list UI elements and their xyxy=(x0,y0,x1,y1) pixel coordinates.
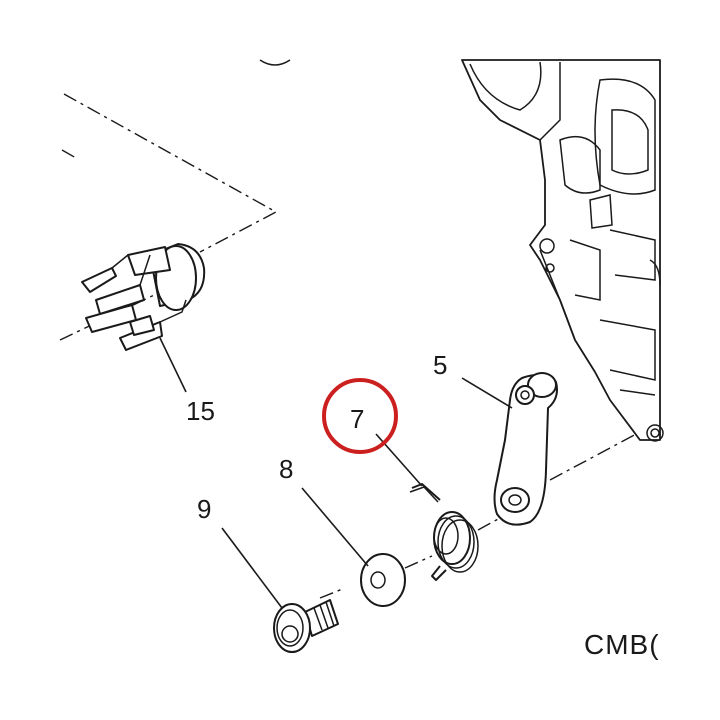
highlight-circle xyxy=(322,378,398,454)
label-part-7: 7 xyxy=(350,404,364,434)
part-9-bolt xyxy=(273,599,339,653)
label-part-9: 9 xyxy=(197,494,211,524)
label-part-15: 15 xyxy=(186,396,215,426)
label-part-5: 5 xyxy=(433,350,447,380)
part-5-lever xyxy=(493,372,558,526)
part-15-bushing xyxy=(81,243,206,351)
part-8-washer xyxy=(360,553,406,607)
engine-case-housing xyxy=(259,59,664,442)
drawing-code: CMB( xyxy=(584,629,660,660)
part-7-spring xyxy=(409,483,479,581)
label-part-8: 8 xyxy=(279,454,293,484)
